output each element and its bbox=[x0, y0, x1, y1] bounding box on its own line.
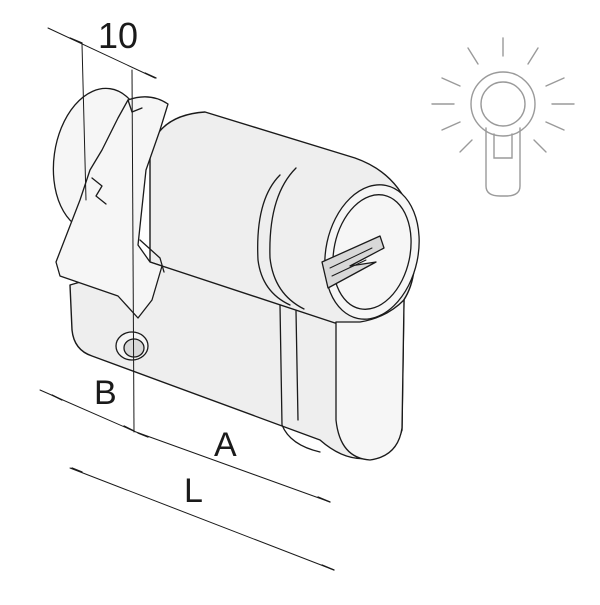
cylinder-body bbox=[52, 87, 420, 461]
dimension-b: B bbox=[39, 374, 137, 433]
dimension-l: L bbox=[69, 467, 335, 571]
dimension-l-label: L bbox=[184, 472, 203, 510]
dimension-10: 10 bbox=[47, 15, 157, 433]
dimension-10-label: 10 bbox=[98, 15, 138, 56]
dimension-a-label: A bbox=[214, 426, 237, 464]
illuminated-keyhole-icon bbox=[431, 37, 575, 197]
cam bbox=[55, 96, 169, 319]
dimension-b-label: B bbox=[94, 374, 117, 412]
dimension-a: A bbox=[135, 426, 331, 503]
